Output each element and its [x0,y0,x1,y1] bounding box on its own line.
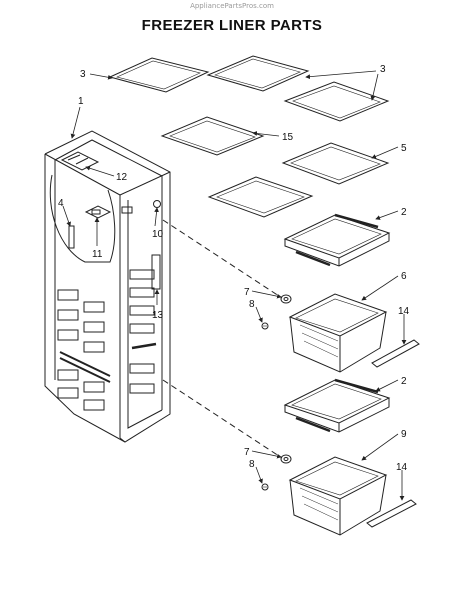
screw-upper [261,322,269,330]
callout-2-upper: 2 [401,207,407,218]
callout-15: 15 [282,132,294,143]
callout-labels: 1 2 2 3 3 4 5 6 7 7 8 8 9 10 11 12 13 14… [58,64,410,473]
projection-line-upper [162,219,283,299]
framed-shelf-upper [283,213,391,267]
callout-8-upper: 8 [249,299,255,310]
diagram-title: FREEZER LINER PARTS [141,17,323,34]
callout-1: 1 [78,96,84,107]
leader-lines [62,70,407,501]
callout-9: 9 [401,429,407,440]
callout-13: 13 [152,310,164,321]
callout-7-lower: 7 [244,447,250,458]
glass-shelf-lower-left [207,176,314,218]
callout-7-upper: 7 [244,287,250,298]
callout-11: 11 [92,249,103,260]
callout-4: 4 [58,198,64,209]
callout-12: 12 [116,172,128,183]
callout-14-upper: 14 [398,306,410,317]
basket-slide-lower [366,499,417,528]
glass-shelf-middle-left [160,116,265,156]
freezer-liner [44,130,171,443]
basket-slide-upper [371,339,420,368]
glass-shelf-top-right [283,81,390,122]
callout-14-lower: 14 [396,462,408,473]
callout-3-right: 3 [380,64,386,75]
glass-shelf-top-left [108,57,210,93]
site-watermark: AppliancePartsPros.com [190,2,274,10]
callout-5: 5 [401,143,407,154]
callout-3-left: 3 [80,69,86,80]
glass-shelf-middle-right [281,142,390,185]
callout-10: 10 [152,229,164,240]
clip-lower [280,454,292,464]
screw-lower [261,483,269,491]
freezer-basket-upper [288,293,388,373]
framed-shelf-lower [283,378,391,433]
callout-2-lower: 2 [401,376,407,387]
callout-8-lower: 8 [249,459,255,470]
callout-6: 6 [401,271,407,282]
glass-shelf-top-middle [206,55,310,92]
freezer-basket-lower [288,456,388,536]
projection-line-lower [162,379,283,459]
clip-upper [280,294,292,304]
